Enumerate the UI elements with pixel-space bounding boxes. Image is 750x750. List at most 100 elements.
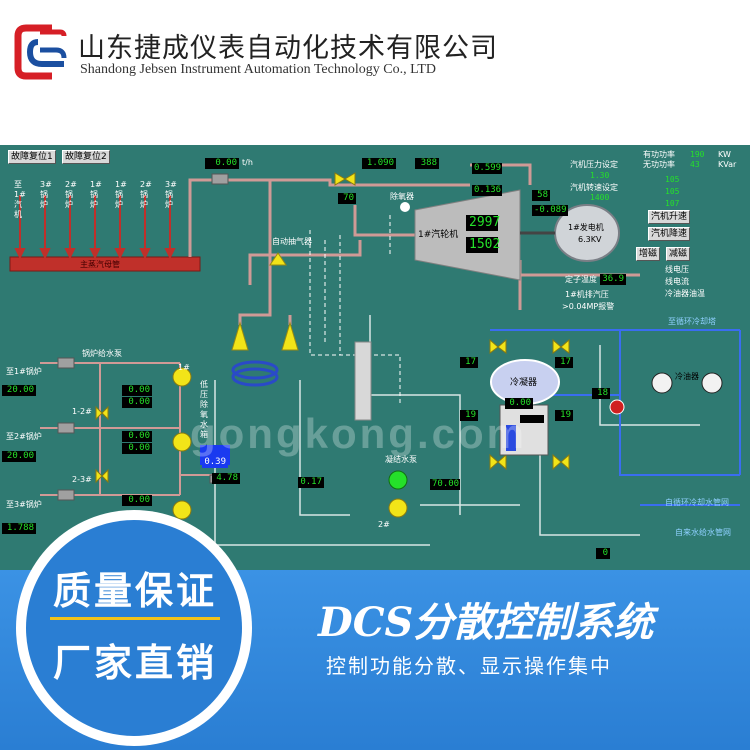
label-cond-pump: 凝结水泵: [385, 455, 417, 464]
label-condenser: 冷凝器: [510, 378, 538, 388]
label-boiler-3b: 3#锅炉: [165, 180, 177, 209]
badge-divider: [50, 617, 220, 620]
label-pump-1: 1#: [178, 363, 190, 372]
label-line-current: 线电流: [665, 277, 689, 286]
reading-tank-level: 0.39: [202, 457, 228, 468]
fault-reset-1-button[interactable]: 故障复位1: [8, 150, 56, 164]
main-steam-header-pipe: [9, 256, 201, 272]
label-pressure-set: 汽机压力设定: [570, 160, 618, 169]
reading-feed-pressure-1: 20.00: [2, 385, 36, 396]
label-cooling-tower: 至循环冷却塔: [668, 317, 716, 326]
ejector-left: [231, 321, 249, 351]
label-main-steam-header: 主蒸汽母管: [80, 260, 120, 269]
label-speed-set: 汽机转速设定: [570, 183, 618, 192]
reading-current-a: 105: [665, 175, 680, 184]
label-pump-1-2: 1-2#: [72, 407, 92, 416]
reading-reactive-power: 43: [690, 160, 700, 169]
reading-steam-flow: 0.00: [205, 158, 239, 169]
feed-pump-1: [172, 367, 192, 387]
banner-subtitle: 控制功能分散、显示操作集中: [326, 654, 612, 678]
label-boiler-3: 3#锅炉: [40, 180, 52, 209]
header: 山东捷成仪表自动化技术有限公司 Shandong Jebsen Instrume…: [0, 0, 750, 145]
reading-set-pressure: 1.30: [590, 171, 610, 180]
reading-valve-19a: 19: [460, 410, 478, 421]
label-to-1-turbine: 至1#汽机: [14, 180, 26, 219]
cooling-fan-right: [701, 372, 723, 394]
banner-title: DCS分散控制系统: [318, 599, 654, 646]
boiler-inlet-arrows: [14, 195, 176, 260]
label-exhaust-alarm: 1#机排汽压: [565, 290, 609, 299]
reading-cond-temp: 0.17: [298, 477, 324, 488]
reading-valve-opening: 70: [338, 193, 356, 204]
valves: [95, 172, 570, 484]
unit-flow-top: t/h: [242, 158, 253, 167]
reading-level-1788: 1.788: [2, 523, 36, 534]
turbine-speed-down-button[interactable]: 汽机降速: [648, 227, 691, 241]
label-stator-temp: 定子温度: [565, 275, 597, 284]
label-exhaust-alarm-2: >0.04MP报警: [562, 302, 615, 311]
reading-feed-pressure-2: 20.00: [2, 451, 36, 462]
dcs-scada-panel: gongkong.com 故障复位1 故障复位2 汽机升速 汽机降速 增磁 减磁…: [0, 145, 750, 570]
label-unit-kvar: KVar: [718, 160, 737, 169]
quality-guarantee-text: 质量保证: [52, 569, 217, 613]
reading-bottom-flow: 0: [596, 548, 610, 559]
excitation-increase-button[interactable]: 增磁: [636, 247, 661, 261]
reading-valve-17a: 17: [460, 357, 478, 368]
reading-turbine-rpm-2: 1502: [466, 237, 500, 253]
fault-reset-2-button[interactable]: 故障复位2: [62, 150, 110, 164]
reading-cond-flow: 70.00: [430, 479, 460, 490]
label-generator-kv: 6.3KV: [578, 235, 602, 244]
company-name-cn: 山东捷成仪表自动化技术有限公司: [78, 33, 498, 64]
reading-main-pressure: 1.090: [362, 158, 396, 169]
turbine-body: [414, 189, 521, 281]
cooling-water-lines: [490, 329, 741, 506]
reading-negative-pressure: -0.089: [532, 205, 568, 216]
feed-pump-2: [172, 432, 192, 452]
label-boiler-2b: 2#锅炉: [140, 180, 152, 209]
label-to-boiler-2: 至2#锅炉: [6, 432, 42, 441]
reading-condenser-vacuum: 0.00: [505, 398, 533, 409]
label-line-voltage: 线电压: [665, 265, 689, 274]
excitation-decrease-button[interactable]: 减磁: [666, 247, 691, 261]
reading-feed-current-3: 0.00: [122, 495, 152, 506]
label-to-boiler-3: 至3#锅炉: [6, 500, 42, 509]
label-oil-temp: 冷油器油温: [665, 289, 705, 298]
label-tap-water: 自来水给水管网: [675, 528, 731, 537]
cooling-coil: [231, 360, 279, 387]
company-logo: [14, 24, 67, 80]
feed-pump-3: [172, 500, 192, 520]
company-name-en: Shandong Jebsen Instrument Automation Te…: [80, 62, 436, 77]
label-recirc-network: 自循环冷却水管网: [665, 498, 729, 507]
ejector-right: [281, 321, 299, 351]
turbine-speed-up-button[interactable]: 汽机升速: [648, 210, 691, 224]
reading-set-speed: 1400: [590, 193, 610, 202]
cooling-pump: [609, 399, 625, 415]
reading-active-power: 190: [690, 150, 705, 159]
reading-pressure-2: 0.136: [472, 185, 502, 196]
reading-exhaust-pressure: 0.599: [472, 163, 502, 174]
reading-temp-18: 18: [592, 388, 610, 399]
reading-hp-flow: 4.78: [212, 473, 240, 484]
deaerator-column: [354, 341, 372, 421]
reading-stator-temp: 36.9: [600, 274, 626, 285]
reading-turbine-rpm-1: 2997: [466, 215, 500, 231]
label-active-power: 有功功率: [643, 150, 675, 159]
reading-feed-current-2: 0.00: [122, 431, 152, 442]
reading-valve-19b: 19: [555, 410, 573, 421]
reading-main-temp: 388: [415, 158, 439, 169]
factory-direct-text: 厂家直销: [52, 641, 217, 685]
label-generator: 1#发电机: [568, 223, 604, 232]
reading-feed-current-1: 0.00: [122, 385, 152, 396]
label-reactive-power: 无功功率: [643, 160, 675, 169]
label-boiler-2: 2#锅炉: [65, 180, 77, 209]
cond-pump-1: [388, 470, 408, 490]
label-turbine: 1#汽轮机: [418, 230, 459, 240]
cond-pump-2: [388, 498, 408, 518]
label-to-boiler-1: 至1#锅炉: [6, 367, 42, 376]
deaerator-indicator: [400, 202, 410, 212]
label-unit-kw: KW: [718, 150, 731, 159]
reading-current-c: 107: [665, 199, 680, 208]
reading-temp-58: 58: [532, 190, 550, 201]
label-deaerator: 除氧器: [390, 192, 414, 201]
label-pump-2-3: 2-3#: [72, 475, 92, 484]
